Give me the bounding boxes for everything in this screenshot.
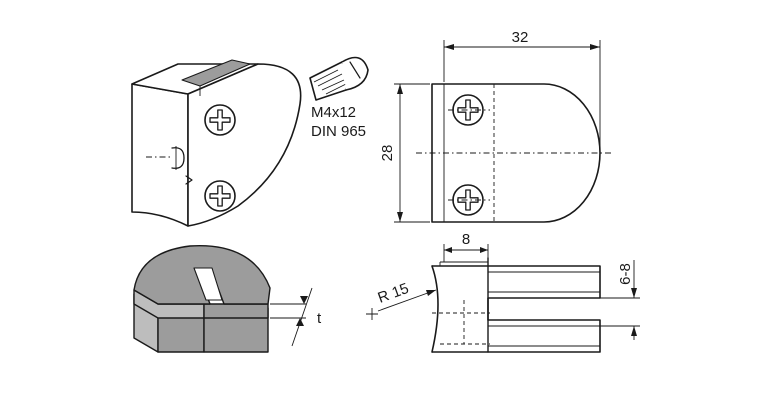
dimension-height-label: 28 <box>379 145 396 162</box>
dimension-glass <box>600 260 640 340</box>
dimension-slot <box>443 244 489 262</box>
dimension-height <box>394 83 430 223</box>
dimension-width <box>443 40 601 150</box>
screw-standard-label: DIN 965 <box>311 123 366 140</box>
clamp-side-view <box>366 257 601 353</box>
rubber-inserts <box>133 244 271 353</box>
dimension-radius-label: R 15 <box>376 280 412 307</box>
dimension-slot-label: 8 <box>462 231 470 248</box>
dimension-width-label: 32 <box>512 29 529 46</box>
screw-illustration <box>309 56 369 101</box>
dimension-thickness-label: t <box>317 310 322 327</box>
clamp-front-view <box>416 83 612 223</box>
screw-size-label: M4x12 <box>311 104 356 121</box>
dimension-glass-label: 6-8 <box>617 263 634 285</box>
clamp-isometric-view <box>131 59 302 227</box>
dimension-thickness <box>270 287 313 347</box>
